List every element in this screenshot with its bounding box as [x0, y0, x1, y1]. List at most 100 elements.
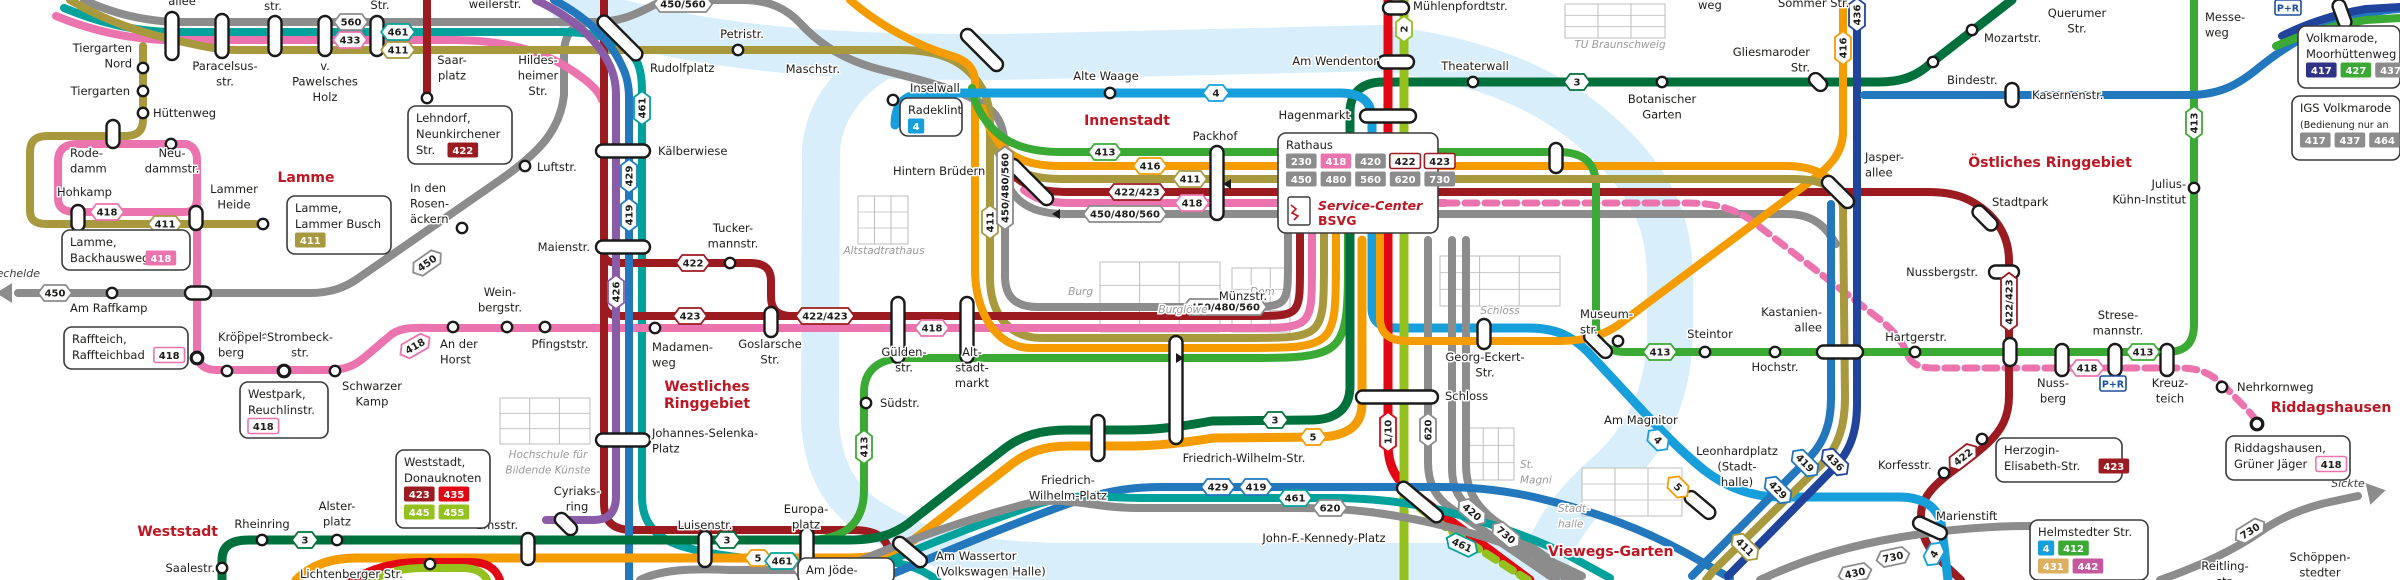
info-box-line-badge-text: 431	[2043, 562, 2064, 573]
info-box: Riddagshausen,Grüner Jäger 418	[2225, 435, 2351, 481]
badge-text: 620	[1424, 420, 1435, 441]
info-box-line-badge-text: 423	[409, 490, 430, 501]
line-bus-429-419-east	[1688, 200, 1835, 580]
station-label: Am Raffkamp	[70, 301, 147, 315]
line-badge-419: 419	[1238, 478, 1274, 496]
info-box-line-badge	[1389, 171, 1421, 187]
direction-arrow	[1052, 209, 1060, 219]
info-box-line-badge-text: 464	[2374, 136, 2395, 147]
info-box-line-badge-text: 423	[1429, 157, 1450, 168]
badge-shape	[1763, 475, 1793, 505]
stop-pill	[520, 531, 536, 567]
line-badge-413: 413	[1087, 143, 1123, 161]
building-outline	[857, 195, 909, 245]
station-label: Lichtenberger Str.	[300, 567, 403, 580]
info-box-line-badge-text: 4	[2043, 544, 2050, 555]
info-box-line-badge	[1286, 153, 1317, 169]
line-bus-429-419-west	[550, 0, 633, 580]
building-outline	[1581, 467, 1683, 517]
badge-shape	[1082, 205, 1168, 223]
badge-text: 419	[1246, 483, 1267, 494]
park-and-ride-frame	[2274, 0, 2302, 16]
badge-shape	[1834, 30, 1852, 66]
line-badge-730: 730	[1875, 545, 1911, 569]
stop-circle	[1768, 345, 1782, 359]
badge-shape	[380, 41, 416, 59]
info-box-text: Neunkirchener	[416, 127, 501, 141]
stop-pill	[1358, 108, 1418, 124]
badge-shape	[1312, 499, 1348, 517]
line-badge-450-480-560: 450/480/560	[1182, 298, 1268, 316]
stop-circle	[1655, 75, 1669, 89]
park-and-ride-frame	[2099, 375, 2127, 392]
badge-shape	[1642, 343, 1678, 361]
ticket-icon	[1287, 196, 1311, 226]
line-bus-418-east-dashed	[1441, 199, 2261, 426]
info-box-text: Am Jöde-	[806, 563, 858, 577]
badge-shape	[1260, 411, 1290, 429]
info-box-frame	[407, 105, 513, 165]
info-box-line-badge-text: 480	[1325, 175, 1346, 186]
line-badge-461: 461	[633, 90, 651, 126]
station-label: Maschstr.	[786, 62, 840, 76]
station-label: Cyriaks-ring	[554, 484, 601, 514]
badge-text: 560	[341, 18, 362, 29]
station-label: Reitling-str.	[2201, 559, 2248, 580]
badge-text: 418	[97, 208, 118, 219]
stop-pill	[1807, 71, 1829, 93]
badge-shape	[1182, 298, 1268, 316]
badge-shape	[1790, 448, 1820, 478]
building-outline	[1564, 3, 1666, 39]
line-badge-3: 3	[1260, 411, 1290, 429]
info-box-line-badge	[404, 504, 435, 520]
line-bus-411-lamme-branch	[26, 42, 260, 228]
district-label: Viewegs-Garten	[1548, 544, 1673, 560]
line-badge-413: 413	[855, 429, 873, 465]
station-label: Saalestr.	[166, 561, 216, 575]
line-bus-429-419-jfk	[874, 483, 1734, 580]
info-box-text: Lammer Busch	[295, 217, 381, 231]
info-box-text: Str.	[416, 143, 435, 157]
station-label: Burglöwe	[1158, 304, 1207, 316]
building-sketch	[1467, 427, 1515, 481]
info-box-text: IGS Volkmarode	[2300, 101, 2391, 115]
info-box: Raffteich,Raffteichbad 418	[63, 326, 189, 370]
info-box-line-badge	[438, 486, 470, 502]
line-badge-436: 436	[1848, 0, 1866, 33]
info-box-text: Helmstedter Str.	[2038, 525, 2132, 539]
info-box-line-badge	[2098, 458, 2130, 474]
stop-pill	[183, 285, 213, 301]
direction-arrow	[1176, 353, 1184, 363]
station-label: Madamen-weg	[652, 340, 713, 370]
stop-circle	[328, 364, 342, 378]
station-label: Kreuz-teich	[2152, 376, 2189, 406]
info-box-line-badge	[1389, 152, 1422, 170]
info-box-line-badge-text: 230	[1291, 157, 1312, 168]
stop-pill	[1168, 334, 1184, 446]
info-box-line-badge-text: 417	[2311, 66, 2332, 77]
stop-pill	[1381, 0, 1411, 16]
stop-pill	[1476, 317, 1492, 351]
badge-text: 450/560	[660, 0, 705, 11]
station-label: Raffturm	[218, 329, 268, 343]
stop-pill	[214, 12, 230, 60]
badge-shape	[712, 531, 742, 549]
station-label: Hochstr.	[1751, 360, 1798, 374]
info-box-line-badge-text: 418	[150, 254, 171, 265]
stop-circle	[330, 533, 344, 547]
district-label: Lamme	[277, 170, 334, 186]
info-box-text: Lehndorf,	[416, 111, 471, 125]
direction-arrow	[0, 283, 12, 303]
stop-circle	[518, 159, 532, 173]
stop-circle	[420, 91, 434, 105]
badge-shape	[764, 552, 800, 570]
badge-shape	[1395, 14, 1413, 44]
park-and-ride-text: P+R	[2277, 4, 2300, 15]
info-box-line-badge-text: 417	[2305, 136, 2326, 147]
line-badge-461: 461	[1277, 489, 1313, 507]
badge-shape	[2234, 517, 2266, 545]
badge-shape	[1132, 157, 1168, 175]
